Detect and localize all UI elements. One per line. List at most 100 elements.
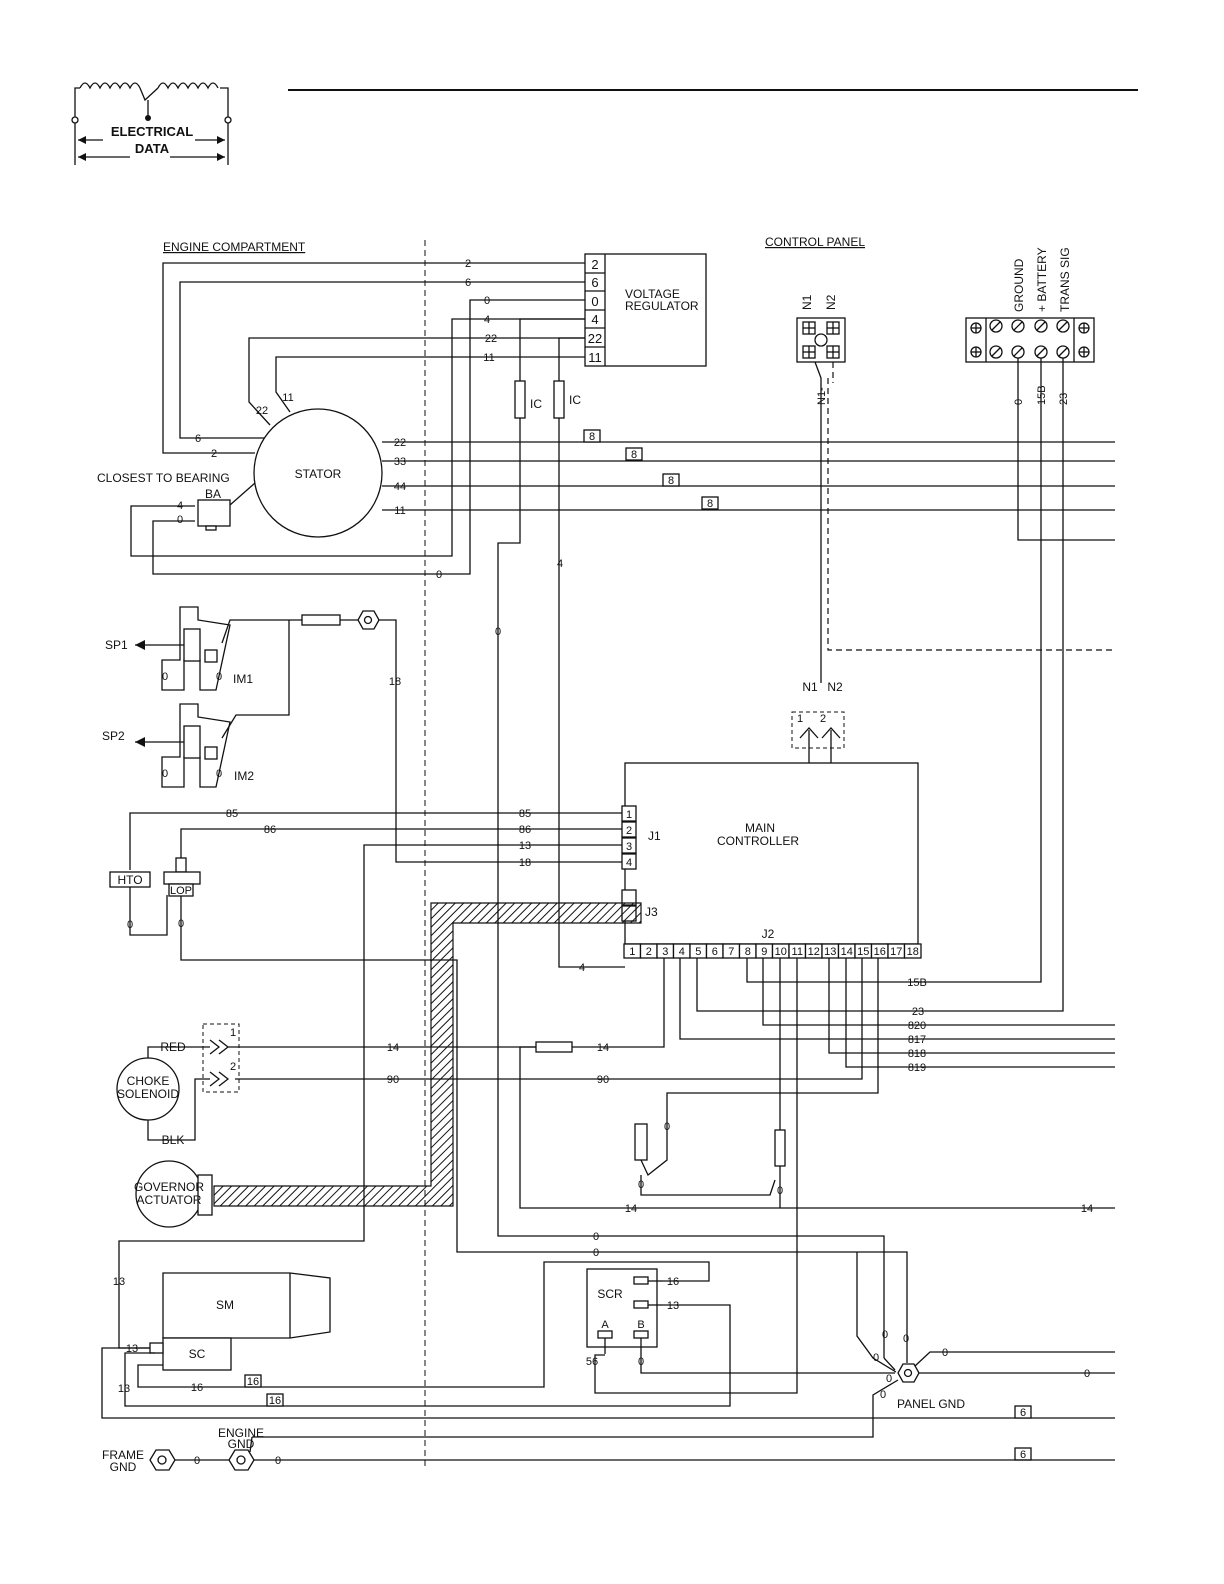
vr-title2: REGULATOR [625, 299, 699, 313]
svg-text:56: 56 [586, 1356, 598, 1368]
voltage-regulator: 2 6 0 4 22 11 VOLTAGE REGULATOR [584, 253, 707, 367]
svg-text:8: 8 [668, 475, 674, 487]
wire-label: 4 [177, 500, 183, 512]
svg-text:CONTROLLER: CONTROLLER [717, 834, 799, 848]
svg-text:0: 0 [593, 1231, 599, 1243]
starter-contactor: SC [149, 1337, 232, 1371]
svg-text:0: 0 [162, 671, 168, 683]
svg-text:ACTUATOR: ACTUATOR [137, 1193, 202, 1207]
svg-text:SCR: SCR [597, 1287, 623, 1301]
svg-text:16: 16 [191, 1382, 203, 1394]
terminal-ground-label: GROUND [1012, 258, 1026, 312]
logo-line2: DATA [135, 141, 170, 156]
svg-text:MAIN: MAIN [745, 821, 775, 835]
svg-text:LOP: LOP [170, 885, 192, 897]
panel-gnd-label: PANEL GND [897, 1397, 965, 1411]
j2-pin-label: 1 [629, 946, 635, 958]
j2-pin-label: 16 [874, 946, 886, 958]
svg-text:14: 14 [597, 1042, 609, 1054]
main-controller: MAIN CONTROLLER [624, 762, 919, 945]
terminal-transsig-label: TRANS SIG [1058, 247, 1072, 312]
svg-text:1: 1 [626, 809, 632, 821]
governor-harness [213, 902, 642, 1207]
svg-text:3: 3 [626, 841, 632, 853]
j2-pin-label: 10 [775, 946, 787, 958]
vr-pin: 11 [588, 350, 602, 365]
wire-label: 0 [484, 295, 490, 307]
vr-title1: VOLTAGE [625, 287, 680, 301]
wire-label: 11 [483, 352, 494, 364]
ic-capacitor [514, 380, 526, 419]
svg-text:90: 90 [387, 1074, 399, 1086]
svg-text:0: 0 [942, 1347, 948, 1359]
wire-label: 85 [226, 808, 238, 820]
wire-label: 2 [211, 448, 217, 460]
svg-text:90: 90 [597, 1074, 609, 1086]
svg-text:A: A [601, 1319, 609, 1331]
svg-text:16: 16 [247, 1376, 259, 1388]
svg-text:14: 14 [625, 1203, 637, 1215]
blk-wire-label: BLK [162, 1133, 185, 1147]
svg-text:8: 8 [589, 431, 595, 443]
svg-text:16: 16 [269, 1395, 281, 1407]
svg-text:SOLENOID: SOLENOID [117, 1087, 179, 1101]
engine-gnd-label: ENGINE [218, 1426, 264, 1440]
ic-label: IC [569, 393, 581, 407]
logo-line1: ELECTRICAL [111, 124, 193, 139]
engine-compartment-label: ENGINE COMPARTMENT [163, 240, 306, 254]
panel-ground-stud [897, 1363, 920, 1383]
j2-label: J2 [762, 927, 775, 941]
resistor [535, 1041, 573, 1053]
n1-n2-terminal [796, 317, 846, 363]
n1-label: N1 [802, 680, 818, 694]
svg-text:13: 13 [667, 1300, 679, 1312]
svg-text:2: 2 [230, 1061, 236, 1073]
wire-label: 18 [519, 857, 531, 869]
svg-text:818: 818 [908, 1048, 926, 1060]
svg-text:0: 0 [873, 1352, 879, 1364]
svg-text:SC: SC [189, 1347, 206, 1361]
vr-pin: 0 [591, 294, 598, 309]
wire-label: 23 [1058, 393, 1070, 405]
wire-size-tag: 6 6 [1014, 1405, 1032, 1461]
svg-text:14: 14 [387, 1042, 399, 1054]
wire-label: 22 [256, 405, 268, 417]
svg-text:13: 13 [126, 1343, 138, 1355]
svg-text:8: 8 [707, 498, 713, 510]
hto-switch: HTO [109, 871, 151, 888]
wire-label: 0 [495, 626, 501, 638]
svg-text:SM: SM [216, 1298, 234, 1312]
svg-text:0: 0 [216, 671, 222, 683]
wire-label: 11 [282, 392, 293, 404]
svg-text:820: 820 [908, 1020, 926, 1032]
j2-pin-label: 14 [841, 946, 853, 958]
n1-wire-label: N1- [816, 387, 828, 405]
svg-text:0: 0 [886, 1373, 892, 1385]
sp1-label: SP1 [105, 638, 128, 652]
wire-label: 18 [389, 676, 401, 688]
vr-pin: 4 [591, 312, 598, 327]
svg-text:4: 4 [626, 857, 632, 869]
n1-label: N1 [800, 294, 814, 310]
svg-text:HTO: HTO [117, 873, 142, 887]
svg-text:0: 0 [903, 1333, 909, 1345]
wire-label: 86 [264, 824, 276, 836]
vr-pin: 6 [591, 275, 598, 290]
wire-label: 13 [113, 1276, 125, 1288]
frame-ground-stud [149, 1449, 176, 1471]
j2-pin-label: 4 [679, 946, 685, 958]
svg-text:CHOKE: CHOKE [127, 1074, 170, 1088]
wire-label: 6 [465, 277, 471, 289]
svg-text:6: 6 [1020, 1449, 1026, 1461]
j2-pin-label: 18 [907, 946, 919, 958]
engine-ground-stud [228, 1449, 255, 1471]
wire-label: 86 [519, 824, 531, 836]
brush-assembly [197, 482, 256, 531]
svg-text:0: 0 [216, 768, 222, 780]
wire-label: 44 [394, 481, 406, 493]
n2-label: N2 [824, 294, 838, 310]
stator: STATOR [253, 408, 383, 538]
electrical-data-logo: ELECTRICAL DATA [71, 82, 232, 165]
svg-text:0: 0 [162, 768, 168, 780]
